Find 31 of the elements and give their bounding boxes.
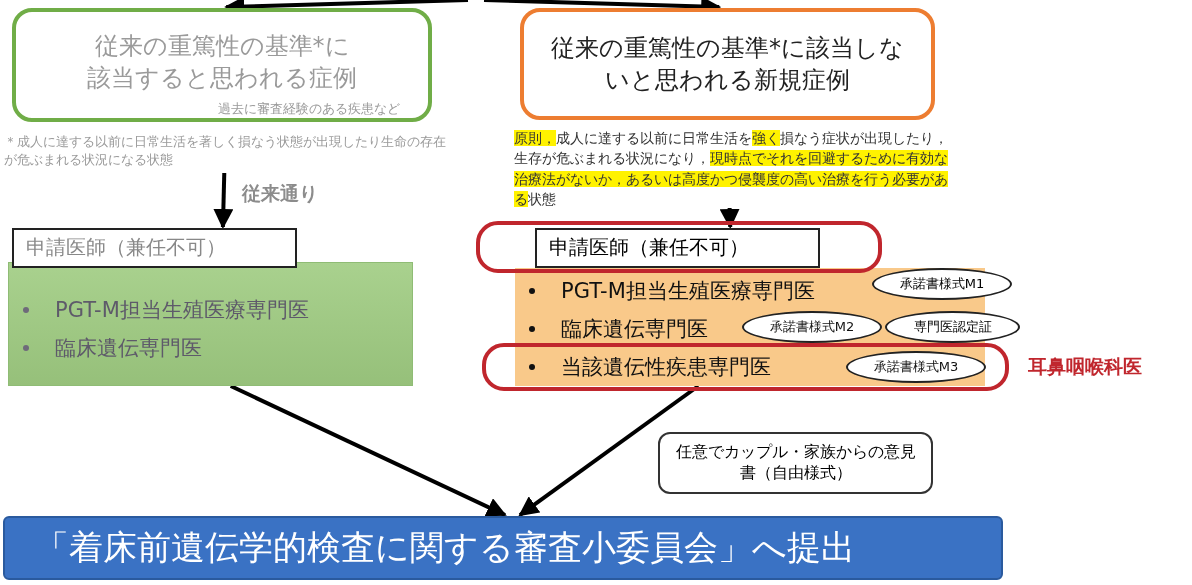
specialist-text: 臨床遺伝専門医 bbox=[561, 316, 708, 343]
definition-text: 原則，成人に達する以前に日常生活を強く損なう症状が出現したり，生存が危ぶまれる状況になり，現時点でそれを回避するために有効な治療法がないか，あるいは高度かつ侵襲度の高い治療を行う必要がある状態 bbox=[514, 129, 949, 209]
document-text: 専門医認定証 bbox=[913, 318, 992, 336]
header-text: 申請医師（兼任不可） bbox=[26, 234, 227, 261]
header-box bbox=[12, 228, 297, 268]
specialist-text: 臨床遺伝専門医 bbox=[55, 335, 202, 362]
arrow bbox=[518, 384, 700, 517]
document-text: 承諾書様式M1 bbox=[899, 275, 985, 293]
case-text: 従来の重篤性の基準*に該当すると思われる症例 bbox=[86, 31, 358, 94]
specialist-text: 当該遺伝性疾患専門医 bbox=[561, 354, 771, 381]
arrow bbox=[213, 172, 234, 229]
header-box bbox=[535, 228, 820, 268]
specialist-panel bbox=[8, 262, 413, 386]
document-text: 承諾書様式M2 bbox=[769, 318, 855, 336]
submit-bar bbox=[3, 516, 1003, 580]
document-oval bbox=[846, 351, 986, 383]
submit-text: 「着床前遺伝学的検査に関する審査小委員会」へ提出 bbox=[35, 526, 855, 569]
note-text: 耳鼻咽喉科医 bbox=[1028, 354, 1142, 379]
case-box bbox=[12, 8, 432, 122]
specialist-text: PGT-M担当生殖医療専門医 bbox=[55, 297, 309, 324]
header-text: 申請医師（兼任不可） bbox=[549, 234, 750, 261]
footnote-text: ＊成人に達する以前に日常生活を著しく損なう状態が出現したり生命の存在が危ぶまれる状況になる状態 bbox=[4, 133, 447, 170]
example-note: 過去に審査経験のある疾患など bbox=[217, 100, 401, 118]
document-text: 承諾書様式M3 bbox=[873, 358, 959, 376]
note-box bbox=[658, 432, 933, 494]
arrow bbox=[719, 207, 740, 229]
case-text: 従来の重篤性の基準*に該当しないと思われる新規症例 bbox=[550, 33, 905, 96]
case-box bbox=[520, 8, 935, 120]
specialist-text: PGT-M担当生殖医療専門医 bbox=[561, 278, 815, 305]
note-text: 任意でカップル・家族からの意見書（自由様式） bbox=[674, 442, 917, 484]
arrow bbox=[229, 384, 507, 517]
